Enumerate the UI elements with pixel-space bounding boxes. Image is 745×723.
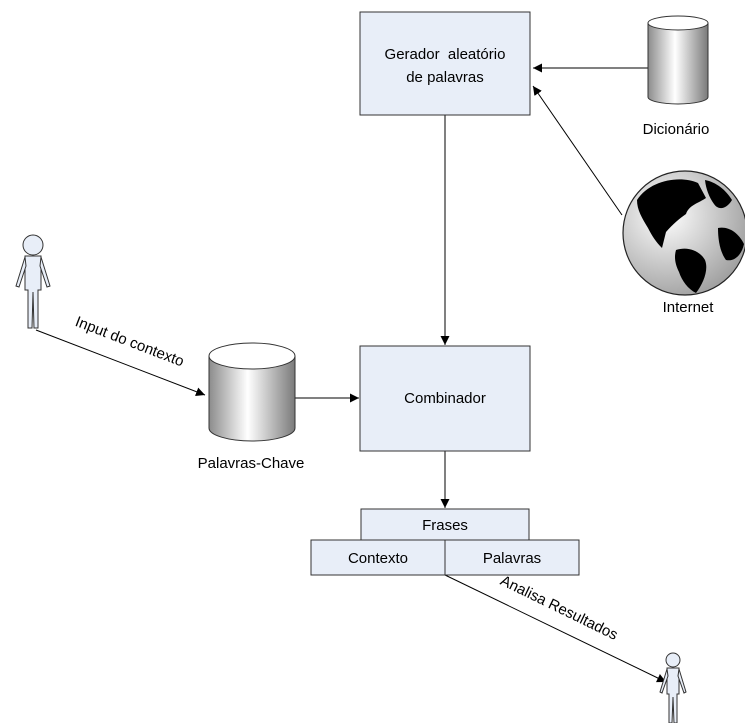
phrases-words-label: Palavras xyxy=(483,550,541,567)
phrases-context-cell xyxy=(310,539,446,576)
analyst-actor-icon xyxy=(659,652,687,723)
keywords-label: Palavras-Chave xyxy=(198,455,305,472)
combiner-label: Combinador xyxy=(404,390,486,407)
keywords-database-icon xyxy=(208,342,296,442)
combiner-box xyxy=(359,345,531,452)
dictionary-database-icon xyxy=(647,15,709,105)
phrases-context-label: Contexto xyxy=(348,550,408,567)
dictionary-label: Dicionário xyxy=(643,121,710,138)
internet-globe-icon xyxy=(622,170,745,296)
generator-box xyxy=(359,11,531,116)
phrases-words-cell xyxy=(444,539,580,576)
edge-user-to-keywords xyxy=(35,329,206,396)
phrases-header-cell xyxy=(360,508,530,541)
phrases-table xyxy=(310,508,580,576)
phrases-header-label: Frases xyxy=(422,517,468,534)
input-edge-label: Input do contexto xyxy=(73,313,187,370)
generator-label-line1: Gerador aleatório xyxy=(385,46,506,63)
analysis-edge-label: Analisa Resultados xyxy=(498,572,621,644)
generator-label-line2: de palavras xyxy=(406,69,484,86)
edge-phrases-to-analyst xyxy=(444,574,667,683)
user-actor-icon xyxy=(15,234,51,329)
internet-label: Internet xyxy=(663,299,715,316)
edge-internet-to-generator xyxy=(532,85,623,216)
